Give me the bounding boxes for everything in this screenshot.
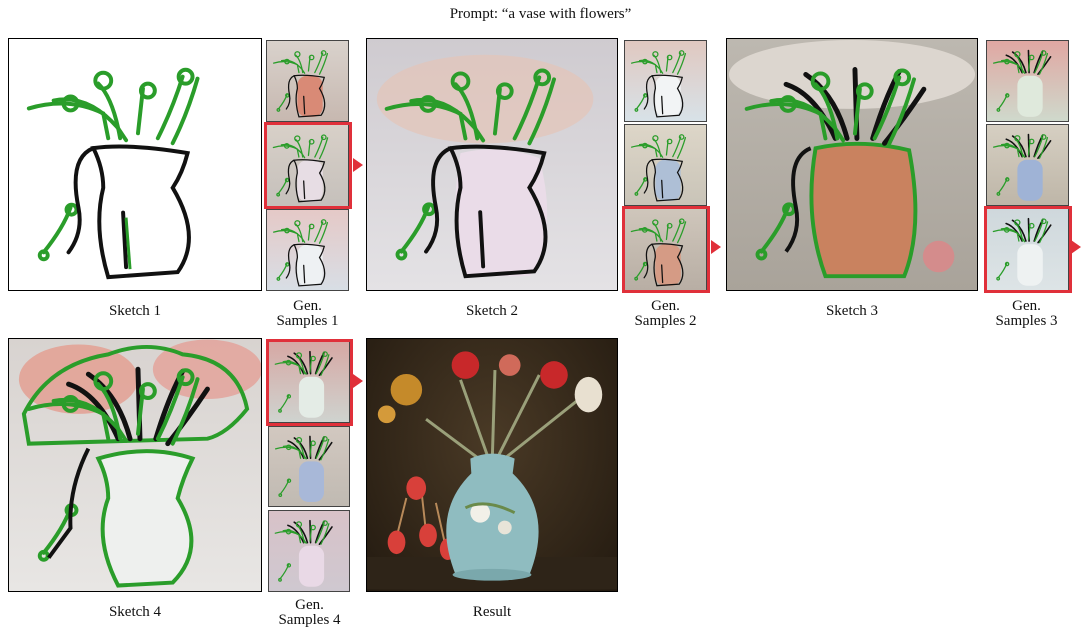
caption-sketch-1: Sketch 1 [8, 304, 262, 319]
gen-1-sample-2[interactable] [266, 124, 349, 207]
sketch-4-drawing [9, 339, 261, 591]
caption-gen-1: Gen. Samples 1 [255, 299, 360, 329]
caption-gen-3-line-1: Gen. [974, 299, 1079, 314]
gen-4-sample-3[interactable] [268, 510, 350, 592]
caption-gen-3: Gen. Samples 3 [974, 299, 1079, 329]
gen-3-sample-3[interactable] [986, 208, 1069, 291]
sketch-4-panel [8, 338, 262, 592]
caption-gen-1-line-1: Gen. [255, 299, 360, 314]
gen-3-arrow-icon [1071, 240, 1081, 254]
result-panel [366, 338, 618, 592]
sketch-2-panel [366, 38, 618, 291]
caption-sketch-3: Sketch 3 [726, 304, 978, 319]
gen-4-sample-1[interactable] [268, 341, 350, 423]
sketch-1-panel [8, 38, 262, 291]
caption-gen-4-line-1: Gen. [257, 598, 362, 613]
prompt-title: Prompt: “a vase with flowers” [0, 6, 1081, 23]
gen-4-sample-2[interactable] [268, 426, 350, 507]
gen-1-arrow-icon [353, 158, 363, 172]
gen-1-sample-3[interactable] [266, 209, 349, 291]
sketch-2-drawing [367, 39, 617, 290]
gen-3-sample-1[interactable] [986, 40, 1069, 122]
gen-4-arrow-icon [353, 374, 363, 388]
sketch-3-panel [726, 38, 978, 291]
caption-sketch-2: Sketch 2 [366, 304, 618, 319]
gen-2-sample-1[interactable] [624, 40, 707, 122]
gen-2-sample-3[interactable] [624, 208, 707, 291]
gen-1-sample-1[interactable] [266, 40, 349, 122]
gen-2-sample-2[interactable] [624, 124, 707, 206]
caption-gen-1-line-2: Samples 1 [255, 314, 360, 329]
caption-sketch-4: Sketch 4 [8, 605, 262, 620]
caption-result: Result [366, 605, 618, 620]
result-painting [367, 339, 617, 591]
caption-gen-4: Gen. Samples 4 [257, 598, 362, 628]
caption-gen-4-line-2: Samples 4 [257, 613, 362, 628]
gen-2-arrow-icon [711, 240, 721, 254]
caption-gen-2: Gen. Samples 2 [613, 299, 718, 329]
caption-gen-2-line-1: Gen. [613, 299, 718, 314]
gen-3-sample-2[interactable] [986, 124, 1069, 206]
caption-gen-3-line-2: Samples 3 [974, 314, 1079, 329]
sketch-1-drawing [9, 39, 261, 290]
sketch-3-drawing [727, 39, 977, 290]
caption-gen-2-line-2: Samples 2 [613, 314, 718, 329]
